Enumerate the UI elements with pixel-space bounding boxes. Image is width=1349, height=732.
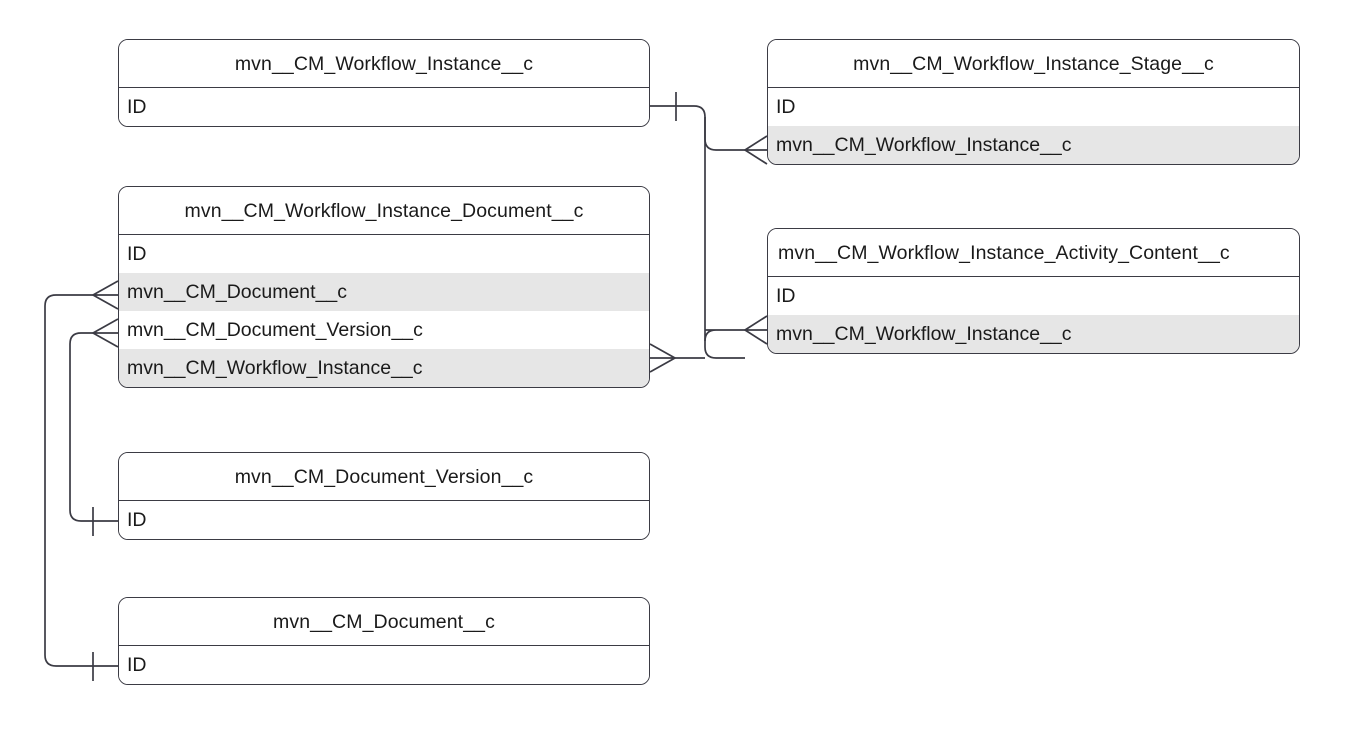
attribute-row-foreign-key[interactable]: mvn__CM_Document__c — [119, 273, 649, 311]
attribute-row[interactable]: ID — [119, 646, 649, 684]
crowsfoot-activity-content — [744, 315, 768, 345]
connector-document-to-wi-document — [44, 294, 118, 667]
entity-title: mvn__CM_Workflow_Instance__c — [119, 40, 649, 88]
connector-wi-to-activity — [704, 329, 745, 342]
crowsfoot-wi-document — [649, 343, 676, 373]
connector-wi-spine-lower — [704, 117, 745, 359]
connector-wi-trunk — [650, 105, 745, 151]
attribute-row[interactable]: ID — [768, 277, 1299, 315]
attribute-row-foreign-key[interactable]: mvn__CM_Workflow_Instance__c — [768, 126, 1299, 164]
entity-document-version[interactable]: mvn__CM_Document_Version__c ID — [118, 452, 650, 540]
attribute-row[interactable]: ID — [119, 501, 649, 539]
entity-workflow-instance[interactable]: mvn__CM_Workflow_Instance__c ID — [118, 39, 650, 127]
crowsfoot-stage — [744, 135, 768, 165]
attribute-row-foreign-key[interactable]: mvn__CM_Document_Version__c — [119, 311, 649, 349]
entity-workflow-instance-document[interactable]: mvn__CM_Workflow_Instance_Document__c ID… — [118, 186, 650, 388]
entity-title: mvn__CM_Document__c — [119, 598, 649, 646]
attribute-row[interactable]: ID — [119, 88, 649, 126]
crowsfoot-wi-document-document — [92, 280, 119, 310]
attribute-row-foreign-key[interactable]: mvn__CM_Workflow_Instance__c — [119, 349, 649, 387]
entity-workflow-instance-stage[interactable]: mvn__CM_Workflow_Instance_Stage__c ID mv… — [767, 39, 1300, 165]
attribute-row[interactable]: ID — [119, 235, 649, 273]
entity-title: mvn__CM_Workflow_Instance_Activity_Conte… — [768, 229, 1299, 277]
entity-title: mvn__CM_Workflow_Instance_Stage__c — [768, 40, 1299, 88]
crowsfoot-wi-document-version — [92, 318, 119, 348]
entity-document[interactable]: mvn__CM_Document__c ID — [118, 597, 650, 685]
entity-title: mvn__CM_Workflow_Instance_Document__c — [119, 187, 649, 235]
connector-document-version-to-wi-document — [69, 332, 118, 522]
entity-title: mvn__CM_Document_Version__c — [119, 453, 649, 501]
attribute-row-foreign-key[interactable]: mvn__CM_Workflow_Instance__c — [768, 315, 1299, 353]
entity-workflow-instance-activity-content[interactable]: mvn__CM_Workflow_Instance_Activity_Conte… — [767, 228, 1300, 354]
attribute-row[interactable]: ID — [768, 88, 1299, 126]
